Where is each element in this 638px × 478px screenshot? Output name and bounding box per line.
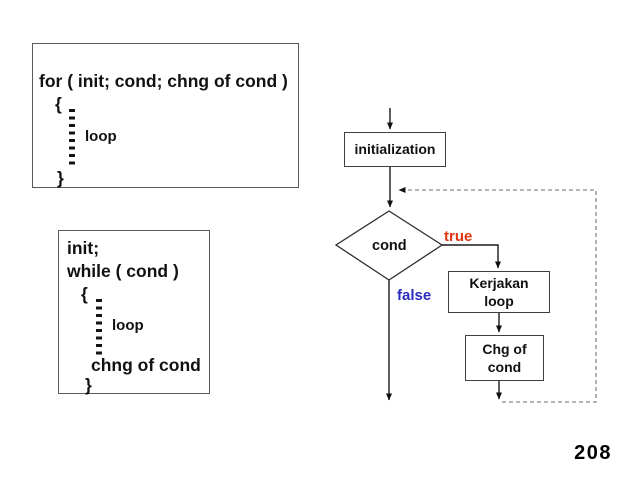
vertical-ellipsis (69, 109, 75, 167)
close-brace: } (85, 375, 92, 395)
initialization-node: initialization (344, 132, 446, 167)
chg-of-cond-node: Chg of cond (465, 335, 544, 381)
kerjakan-loop-line2: loop (484, 293, 514, 309)
open-brace: { (81, 284, 88, 304)
while-statement: while ( cond ) (67, 261, 179, 281)
while-loop-code-box: init; while ( cond ) { loop chng of cond… (58, 230, 210, 394)
open-brace: { (55, 94, 62, 114)
chg-of-cond-line2: cond (487, 359, 522, 375)
page-number: 208 (574, 442, 612, 464)
vertical-ellipsis (96, 299, 102, 355)
kerjakan-loop-node: Kerjakan loop (448, 271, 550, 313)
true-branch-arrow (442, 244, 501, 269)
initialization-label: initialization (354, 141, 436, 158)
loop-body-label: loop (85, 128, 117, 145)
chng-of-cond-statement: chng of cond (91, 355, 201, 375)
close-brace: } (57, 168, 64, 188)
loop-body-label: loop (112, 317, 144, 334)
init-statement: init; (67, 238, 100, 258)
chg-of-cond-line1: Chg of (482, 340, 527, 357)
for-loop-code-box: for ( init; cond; chng of cond ) { loop … (32, 43, 299, 188)
cond-label: cond (372, 238, 407, 254)
kerjakan-loop-line1: Kerjakan (469, 274, 529, 291)
feedback-dashed-loop (398, 187, 597, 403)
for-statement: for ( init; cond; chng of cond ) (39, 71, 288, 91)
false-branch-label: false (397, 287, 432, 304)
true-branch-label: true (444, 228, 473, 245)
